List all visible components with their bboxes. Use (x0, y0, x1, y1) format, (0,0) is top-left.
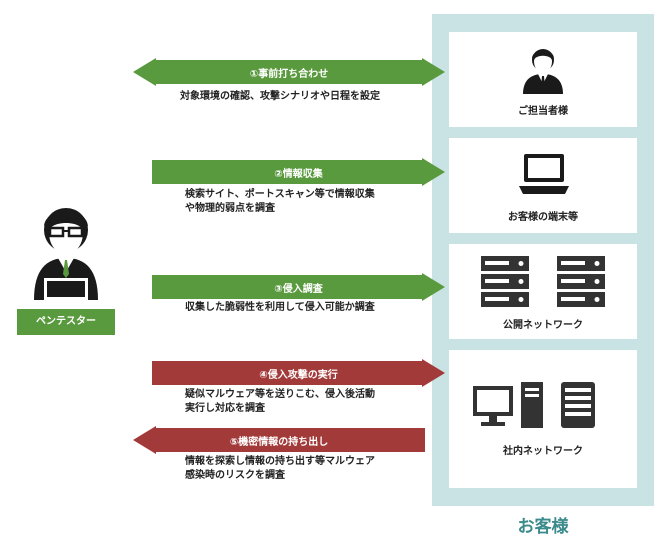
pentester-badge: ペンテスター (17, 309, 115, 335)
pentester-icon (34, 208, 98, 300)
step-title: ①事前打ち合わせ (249, 69, 329, 80)
step-description: 検索サイト、ポートスキャン等で情報収集 (185, 189, 375, 200)
step-description: 実行し対応を調査 (185, 403, 265, 414)
desktop-pc-icon (473, 382, 543, 428)
customer-box-internal-network: 社内ネットワーク (449, 350, 637, 488)
customer-box-label: 公開ネットワーク (503, 320, 583, 331)
step-description: や物理的弱点を調査 (185, 203, 275, 214)
step-description: 疑似マルウェア等を送りこむ、侵入後活動 (185, 389, 375, 400)
step-description: 対象環境の確認、攻撃シナリオや日程を設定 (180, 91, 380, 102)
step-arrow-shape (152, 273, 445, 301)
server-tower-icon (561, 382, 595, 428)
customer-box-label: お客様の端末等 (508, 212, 578, 223)
customer-box-terminal: お客様の端末等 (449, 138, 637, 233)
step-title: ③侵入調査 (274, 284, 323, 295)
step-title: ⑤機密情報の持ち出し (229, 437, 329, 448)
step-arrow-shape (152, 359, 445, 387)
step-description: 収集した脆弱性を利用して侵入可能か調査 (185, 302, 375, 313)
step-description: 感染時のリスクを調査 (185, 470, 285, 481)
server-rack-icon (557, 256, 605, 307)
step-arrow-shape (133, 426, 425, 454)
step-title: ②情報収集 (274, 169, 323, 180)
step-title: ④侵入攻撃の実行 (259, 370, 338, 381)
customer-title: お客様 (517, 517, 569, 537)
step-arrow-shape (133, 58, 445, 86)
laptop-icon (519, 154, 569, 194)
server-rack-icon (481, 256, 529, 307)
person-icon (523, 49, 563, 94)
step-description: 情報を探索し情報の持ち出す等マルウェア (185, 456, 375, 467)
customer-box-label: 社内ネットワーク (503, 446, 583, 457)
customer-box-contact: ご担当者様 (449, 32, 637, 127)
customer-box-public-network: 公開ネットワーク (449, 244, 637, 339)
step-arrow-shape (152, 158, 445, 186)
customer-box-label: ご担当者様 (518, 106, 568, 117)
